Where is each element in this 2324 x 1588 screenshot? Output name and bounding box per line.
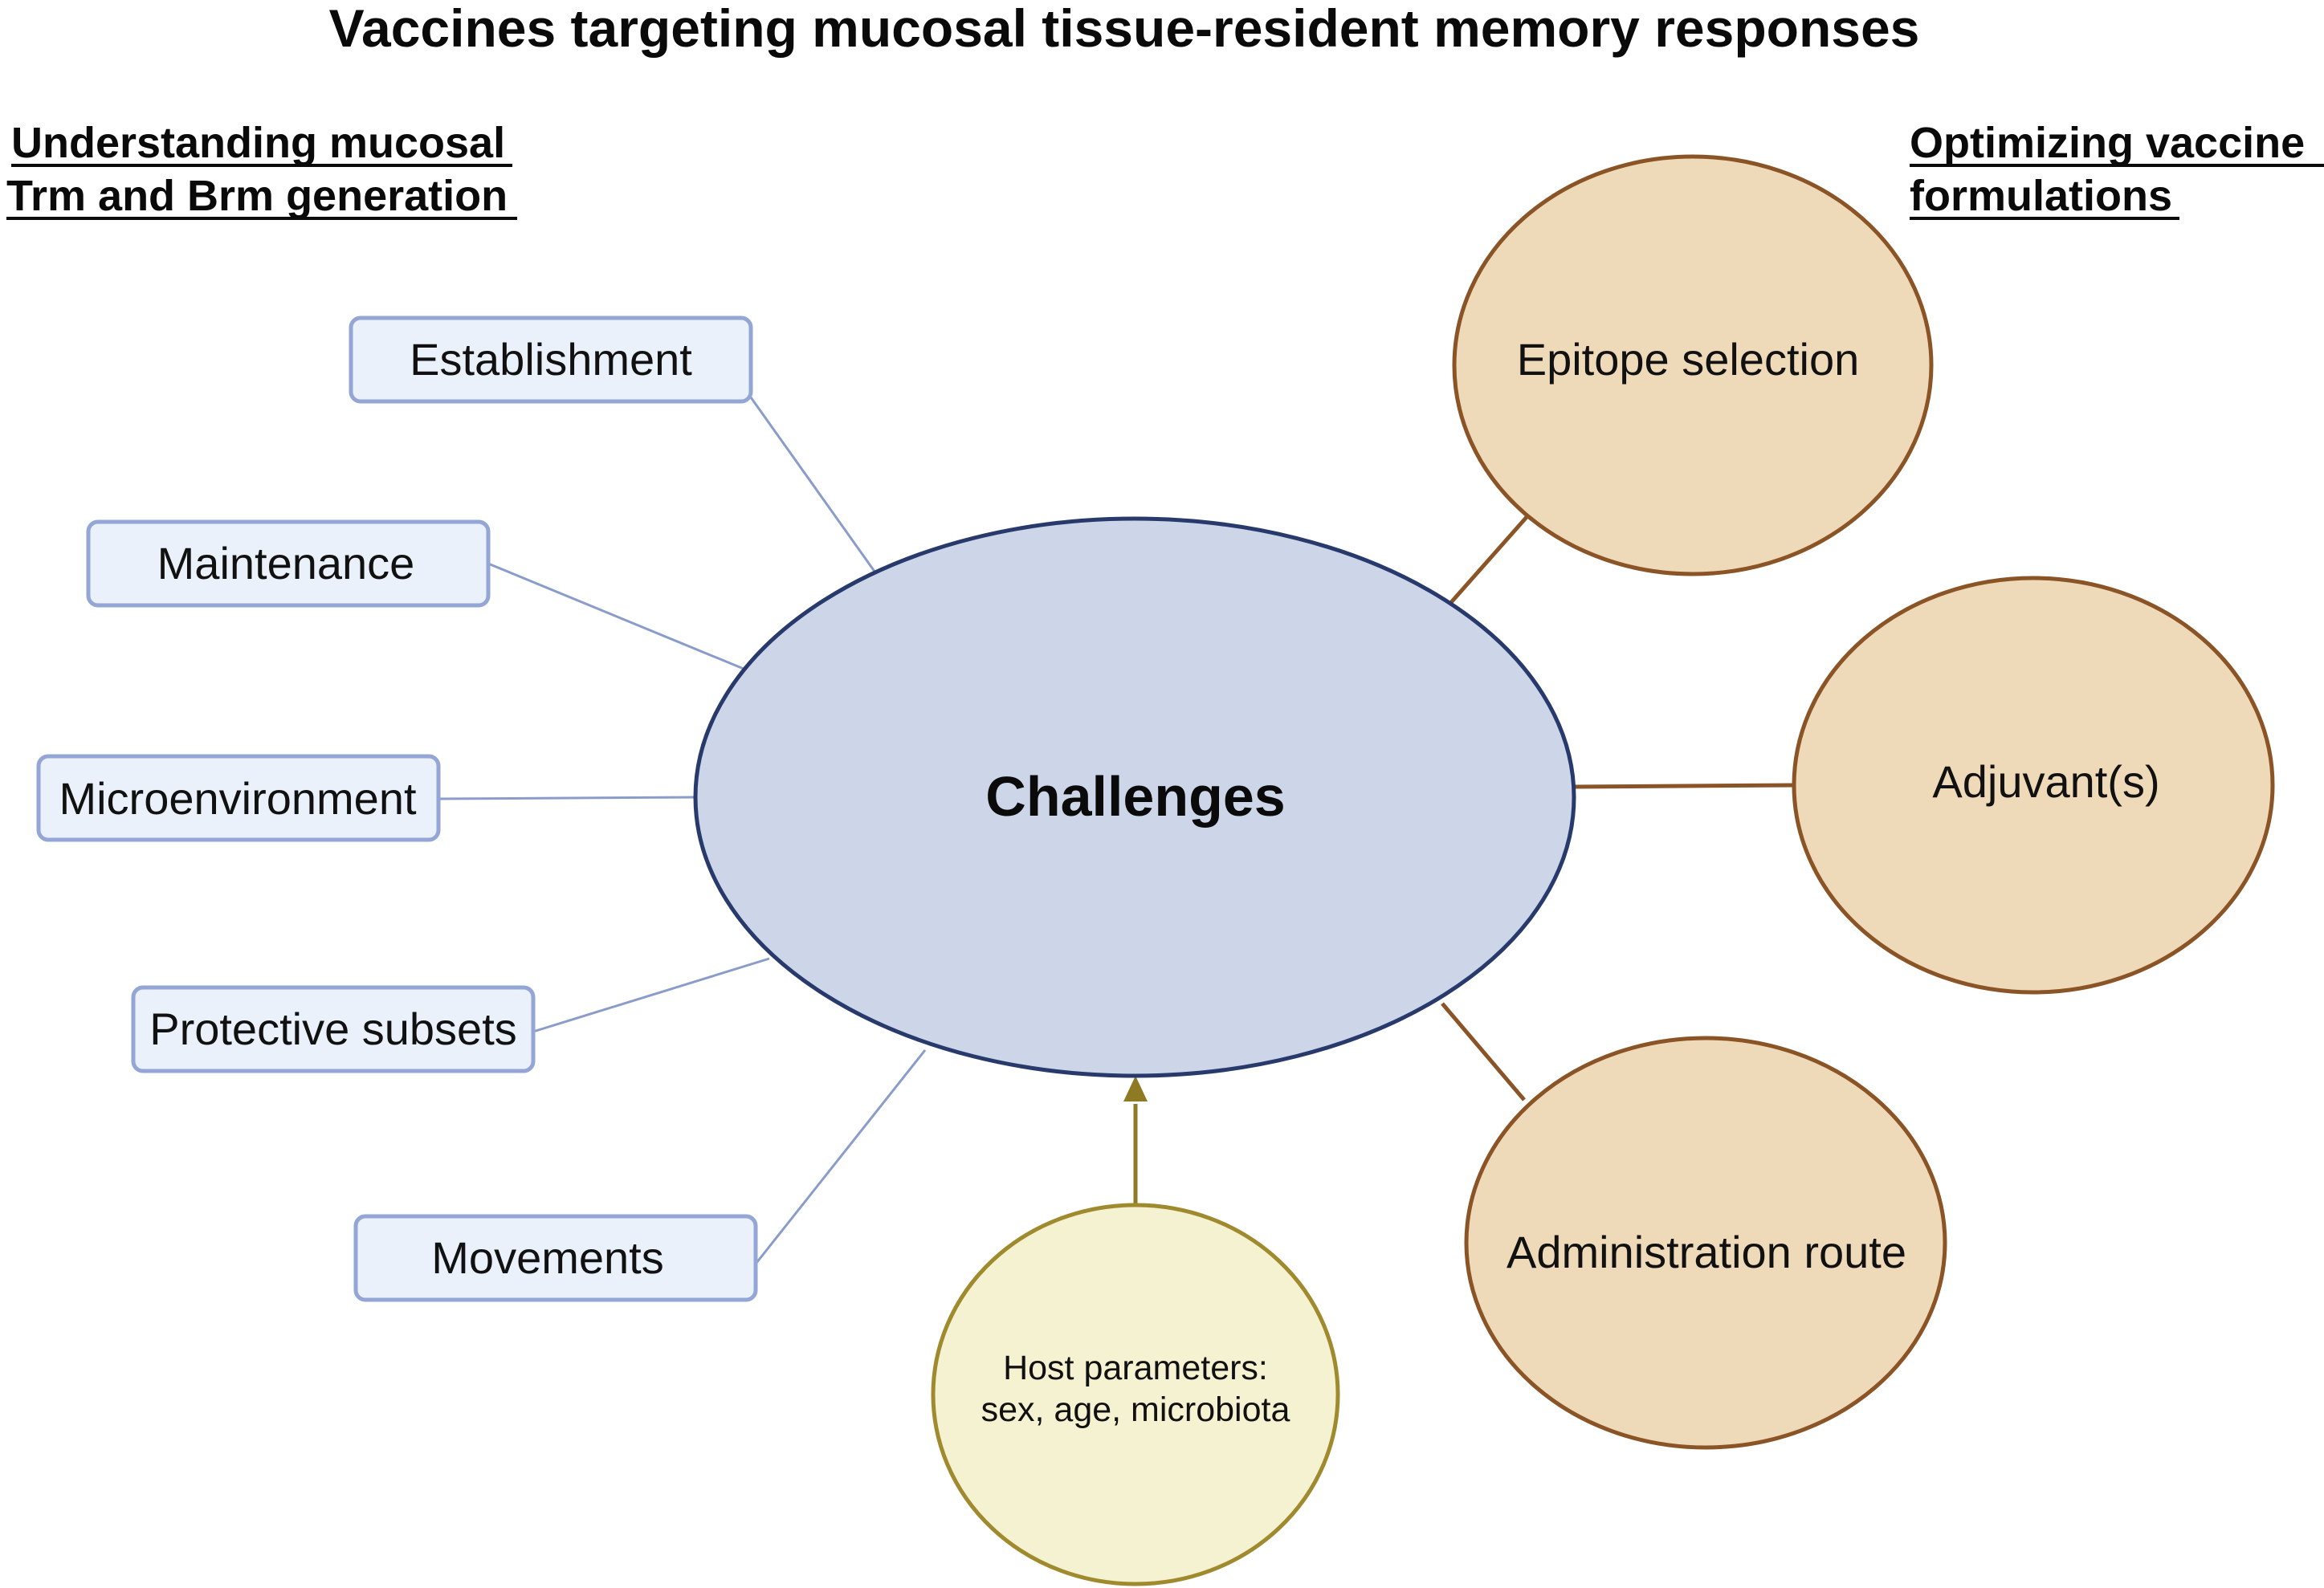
- left-heading-line-2: Trm and Brm generation: [6, 172, 508, 220]
- box-movements-label: Movements: [431, 1232, 663, 1283]
- box-protective-subsets-label: Protective subsets: [149, 1004, 517, 1054]
- oval-epitope-selection-shape: [1452, 154, 1934, 576]
- box-establishment-shape: [349, 316, 753, 404]
- connector-epitope-selection: [1439, 515, 1529, 616]
- box-protective-subsets: Protective subsets: [131, 985, 536, 1073]
- right-connectors: [1439, 515, 1795, 1101]
- connector-protective-subsets: [532, 957, 770, 1033]
- oval-epitope-selection-label: Epitope selection: [1517, 334, 1860, 385]
- box-maintenance: Maintenance: [86, 519, 491, 608]
- connector-maintenance: [487, 562, 754, 674]
- host-label-line-1: Host parameters:: [1003, 1349, 1268, 1387]
- connector-establishment: [749, 397, 887, 587]
- oval-epitope-selection: Epitope selection: [1452, 154, 1934, 576]
- left-boxes: Establishment Maintenance Microenvironme…: [36, 316, 758, 1302]
- host-arrow-head: [1123, 1076, 1148, 1101]
- box-protective-subsets-shape: [131, 985, 536, 1073]
- host-label-line-2: sex, age, microbiota: [981, 1391, 1290, 1429]
- left-section-heading: Understanding mucosal Trm and Brm genera…: [6, 119, 517, 220]
- box-maintenance-shape: [86, 519, 491, 608]
- box-maintenance-label: Maintenance: [157, 538, 415, 588]
- right-heading-line-2: formulations: [1910, 172, 2172, 220]
- box-microenvironment-label: Microenvironment: [59, 773, 416, 824]
- connector-adjuvants: [1573, 783, 1795, 789]
- center-node: Challenges: [693, 516, 1576, 1078]
- connector-administration-route: [1441, 1002, 1526, 1101]
- diagram-title: Vaccines targeting mucosal tissue-reside…: [329, 0, 1920, 58]
- left-heading-line-1: Understanding mucosal: [11, 119, 505, 167]
- right-section-heading: Optimizing vaccine formulations: [1910, 119, 2324, 220]
- host-arrow: [1123, 1076, 1148, 1204]
- oval-administration-route-shape: [1464, 1036, 1947, 1450]
- box-microenvironment-shape: [36, 754, 441, 842]
- center-ellipse-outline: [693, 516, 1576, 1078]
- oval-adjuvants-label: Adjuvant(s): [1932, 756, 2159, 807]
- oval-administration-route-label: Administration route: [1507, 1227, 1906, 1277]
- host-node: Host parameters: sex, age, microbiota: [931, 1203, 1340, 1586]
- connector-microenvironment: [438, 796, 698, 800]
- connector-movements: [755, 1049, 927, 1264]
- oval-administration-route: Administration route: [1464, 1036, 1947, 1450]
- host-circle: [931, 1203, 1340, 1586]
- box-establishment: Establishment: [349, 316, 753, 404]
- center-label: Challenges: [985, 765, 1285, 828]
- center-ellipse: [695, 519, 1574, 1076]
- box-movements: Movements: [353, 1214, 758, 1302]
- oval-adjuvants: Adjuvant(s): [1792, 576, 2275, 995]
- right-ovals: Epitope selection Adjuvant(s) Administra…: [1452, 154, 2275, 1450]
- oval-adjuvants-shape: [1792, 576, 2275, 995]
- box-movements-shape: [353, 1214, 758, 1302]
- box-establishment-label: Establishment: [410, 334, 692, 385]
- left-connectors: [438, 397, 927, 1264]
- box-microenvironment: Microenvironment: [36, 754, 441, 842]
- right-heading-line-1: Optimizing vaccine: [1910, 119, 2305, 167]
